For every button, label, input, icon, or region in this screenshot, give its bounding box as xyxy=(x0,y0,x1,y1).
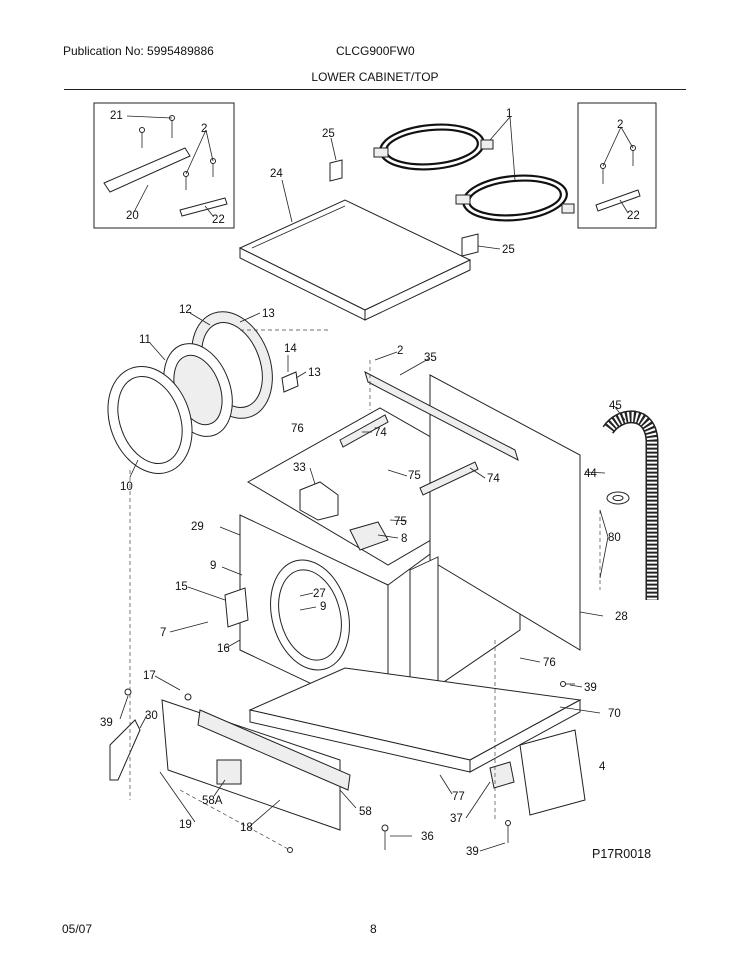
callout-25-top: 25 xyxy=(322,128,335,140)
callout-7: 7 xyxy=(160,627,166,639)
callout-39-right: 39 xyxy=(584,682,597,694)
callout-74-left: 74 xyxy=(374,427,387,439)
callout-76-bottom: 76 xyxy=(543,657,556,669)
footer-date: 05/07 xyxy=(62,922,93,936)
diagram-reference: P17R0018 xyxy=(592,847,651,861)
screws-right-inset xyxy=(600,145,636,184)
bracket-22-left xyxy=(179,197,228,217)
callout-36: 36 xyxy=(421,831,434,843)
clip-25-side xyxy=(461,233,479,257)
leader-lines xyxy=(119,115,634,852)
callout-75-mid: 75 xyxy=(394,516,407,528)
callout-8: 8 xyxy=(401,533,407,545)
top-panel xyxy=(238,199,472,321)
callout-21: 21 xyxy=(110,110,123,122)
header-divider xyxy=(64,89,686,90)
callout-77: 77 xyxy=(452,791,465,803)
callout-39-bottom: 39 xyxy=(466,846,479,858)
inset-box-left xyxy=(93,102,235,229)
kick-panel xyxy=(161,699,351,831)
callout-1: 1 xyxy=(506,108,512,120)
drain-hose xyxy=(602,410,659,600)
inset-box-right xyxy=(577,102,657,229)
callout-30: 30 xyxy=(145,710,158,722)
switch-33 xyxy=(299,481,339,521)
bracket-20 xyxy=(103,147,191,193)
screws-misc xyxy=(124,681,575,853)
callout-12: 12 xyxy=(179,304,192,316)
clip-25-top xyxy=(329,159,343,182)
screws-left-inset xyxy=(139,115,216,190)
callout-18: 18 xyxy=(240,822,253,834)
page-title: LOWER CABINET/TOP xyxy=(311,70,439,84)
bracket-30 xyxy=(109,719,141,781)
callout-74-right: 74 xyxy=(487,473,500,485)
callout-70: 70 xyxy=(608,708,621,720)
callout-9-right: 9 xyxy=(320,601,326,613)
callout-80: 80 xyxy=(608,532,621,544)
callout-13-side: 13 xyxy=(308,367,321,379)
component-37 xyxy=(489,761,515,789)
callout-13-top: 13 xyxy=(262,308,275,320)
strap-74-left xyxy=(339,414,389,448)
callout-2-mid: 2 xyxy=(397,345,403,357)
callout-45: 45 xyxy=(609,400,622,412)
hinge-15 xyxy=(224,587,249,628)
rail-35 xyxy=(364,371,519,461)
publication-number: Publication No: 5995489886 xyxy=(63,44,214,58)
hinge-14 xyxy=(281,371,299,393)
callout-10: 10 xyxy=(120,481,133,493)
control-board-4 xyxy=(519,729,586,816)
callout-58: 58 xyxy=(359,806,372,818)
base-frame xyxy=(248,667,582,773)
strap-74-right xyxy=(419,461,479,496)
callout-4: 4 xyxy=(599,761,606,773)
callout-22-right: 22 xyxy=(627,210,640,222)
model-number: CLCG900FW0 xyxy=(336,44,415,58)
lock-8 xyxy=(349,521,389,551)
callout-19: 19 xyxy=(179,819,192,831)
bracket-22-right xyxy=(595,189,641,212)
callout-29: 29 xyxy=(191,521,204,533)
callout-2-right: 2 xyxy=(617,119,623,131)
inlet-hoses xyxy=(373,123,575,222)
callout-9-left: 9 xyxy=(210,560,216,572)
callout-35: 35 xyxy=(424,352,437,364)
callout-39-left: 39 xyxy=(100,717,113,729)
callout-11: 11 xyxy=(139,334,151,346)
callout-25-side: 25 xyxy=(502,244,515,256)
door-assembly xyxy=(107,311,273,474)
callout-labels: 21 2 20 22 1 2 22 25 24 25 12 13 11 14 1… xyxy=(100,108,651,861)
callout-22-left: 22 xyxy=(212,214,225,226)
callout-2-left: 2 xyxy=(201,123,207,135)
callout-28: 28 xyxy=(615,611,628,623)
callout-33: 33 xyxy=(293,462,306,474)
page-number: 8 xyxy=(370,922,377,936)
callout-44: 44 xyxy=(584,468,597,480)
callout-20: 20 xyxy=(126,210,139,222)
callout-58a: 58A xyxy=(202,795,223,807)
callout-27: 27 xyxy=(313,588,326,600)
callout-14: 14 xyxy=(284,343,297,355)
callout-75-top: 75 xyxy=(408,470,421,482)
callout-76-top: 76 xyxy=(291,423,304,435)
callout-16: 16 xyxy=(217,643,230,655)
callout-17: 17 xyxy=(143,670,156,682)
callout-24: 24 xyxy=(270,168,283,180)
callout-15: 15 xyxy=(175,581,188,593)
callout-37: 37 xyxy=(450,813,463,825)
